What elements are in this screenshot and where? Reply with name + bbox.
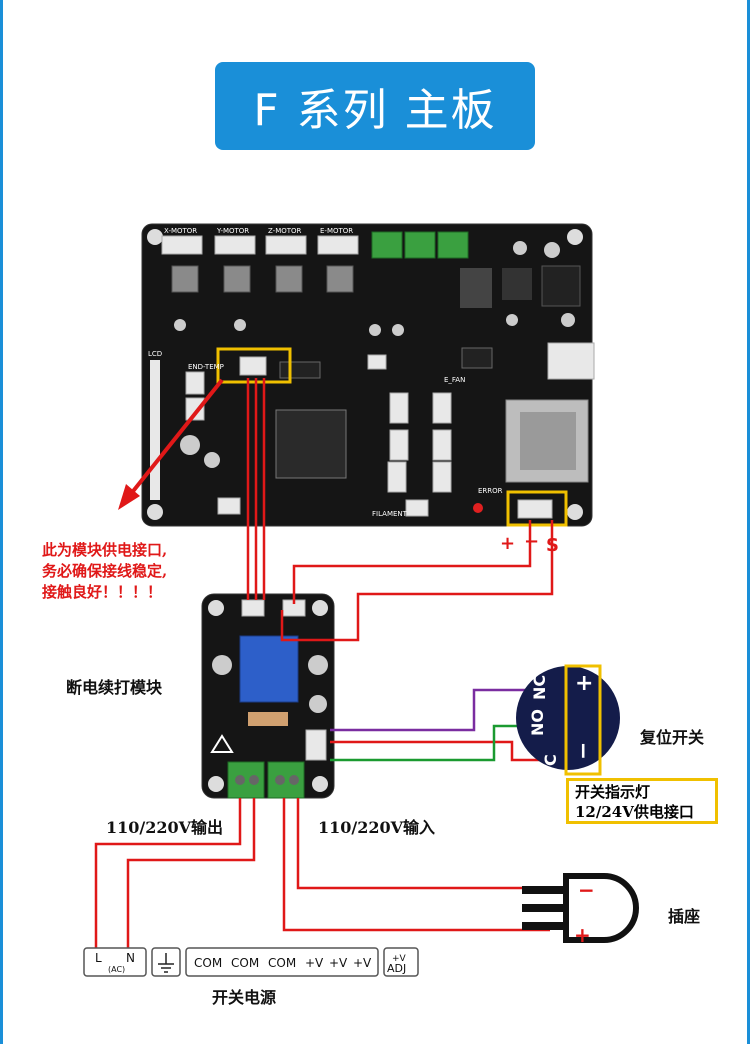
psu-label: 开关电源: [212, 988, 277, 1007]
module-label: 断电续打模块: [66, 678, 163, 697]
psu-l: L: [95, 951, 102, 965]
psu-v-3: +V: [353, 956, 372, 970]
board-pin-minus: −: [524, 531, 540, 552]
ground-icon: [158, 953, 174, 973]
silk-efan: E_FAN: [444, 376, 465, 384]
socket-label: 插座: [668, 907, 701, 926]
switch-pin-no: NO: [528, 709, 547, 736]
silk-filament: FILAMENT: [372, 510, 408, 518]
plug-plus: +: [574, 923, 591, 947]
warning-line-3: 接触良好！！！！: [42, 583, 163, 601]
arrow-head-icon: [118, 484, 140, 510]
psu-v-1: +V: [305, 956, 324, 970]
psu-adj-bottom: ADJ: [387, 962, 406, 975]
switch-pin-plus: +: [575, 671, 593, 696]
led-power-box: 开关指示灯 12/24V供电接口: [566, 778, 718, 824]
reset-switch-label: 复位开关: [640, 728, 705, 747]
warning-line-2: 务必确保接线稳定,: [42, 562, 168, 580]
silk-zmotor: Z-MOTOR: [268, 227, 302, 235]
reset-switch: NC NO C + −: [516, 664, 620, 776]
socket-plug: − +: [522, 873, 639, 947]
warning-text: 此为模块供电接口, 务必确保接线稳定, 接触良好！！！！: [42, 540, 167, 603]
input-label: 110/220V输入: [318, 818, 436, 837]
arrow-line: [128, 378, 224, 497]
psu-adj-top: +V: [392, 954, 407, 964]
silk-error: ERROR: [478, 487, 503, 495]
plug-minus: −: [578, 878, 595, 902]
page-title: F 系列 主板: [215, 62, 535, 150]
silk-endtemp: END-TEMP: [188, 363, 224, 371]
psu-com-3: COM: [268, 956, 296, 970]
psu-ac: (AC): [108, 965, 125, 974]
silk-lcd: LCD: [148, 350, 162, 358]
output-label: 110/220V输出: [106, 818, 224, 837]
psu-n: N: [126, 951, 135, 965]
warning-line-1: 此为模块供电接口,: [42, 541, 168, 559]
silk-xmotor: X-MOTOR: [164, 227, 197, 235]
board-pin-s: S: [546, 535, 559, 556]
led-box-line-2: 12/24V供电接口: [575, 803, 694, 821]
power-module: [201, 593, 335, 799]
psu-v-2: +V: [329, 956, 348, 970]
silk-ymotor: Y-MOTOR: [216, 227, 249, 235]
board-pin-plus: +: [500, 533, 516, 554]
switch-pin-c: C: [541, 754, 560, 766]
switch-pin-nc: NC: [530, 675, 549, 700]
mainboard: X-MOTOR Y-MOTOR Z-MOTOR E-MOTOR LCD END-…: [141, 223, 595, 527]
psu-terminal-strip: [83, 947, 419, 977]
silk-emotor: E-MOTOR: [320, 227, 353, 235]
switch-pin-minus: −: [571, 742, 596, 760]
psu-com-1: COM: [194, 956, 222, 970]
psu-com-2: COM: [231, 956, 259, 970]
led-box-line-1: 开关指示灯: [575, 783, 651, 801]
